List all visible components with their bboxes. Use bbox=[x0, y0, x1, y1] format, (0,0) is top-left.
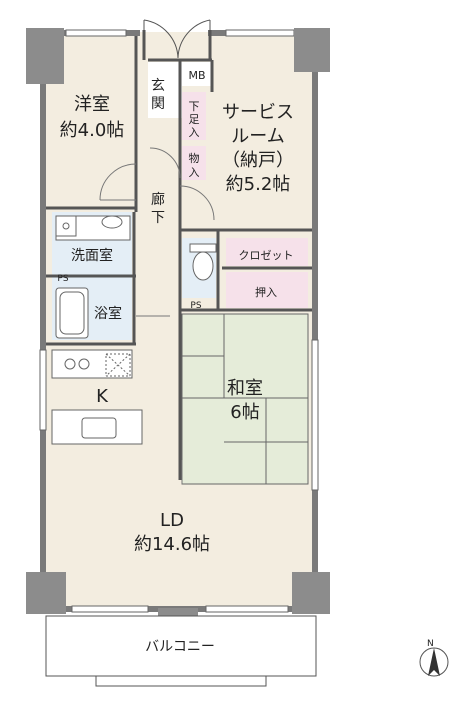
windows bbox=[39, 29, 319, 613]
mono-storage-floor bbox=[182, 146, 206, 180]
service-room-area: 約5.2帖 bbox=[226, 174, 291, 195]
storage-labels: MB 下 足 入 物 入 クロゼット 押入 PS PS bbox=[57, 69, 293, 311]
sink-icon bbox=[101, 215, 123, 229]
room-labels: 洋室 約4.0帖 サービス ルーム （納戸） 約5.2帖 和室 6帖 LD 約1… bbox=[60, 94, 294, 555]
balcony bbox=[45, 615, 317, 687]
fridge-space-icon bbox=[105, 353, 131, 377]
entrance-door bbox=[142, 19, 212, 60]
japanese-room-name: 和室 bbox=[227, 378, 263, 399]
washroom-fixtures bbox=[55, 215, 131, 241]
pillar-top-right bbox=[294, 28, 330, 72]
toilet-icon bbox=[189, 243, 217, 281]
entrance-label-2: 関 bbox=[151, 96, 165, 112]
western-room-name: 洋室 bbox=[74, 94, 110, 115]
north-label: N bbox=[427, 639, 434, 649]
japanese-room-area: 6帖 bbox=[230, 402, 259, 423]
interior-doors bbox=[99, 147, 215, 484]
mono-storage-label-1: 物 bbox=[189, 151, 200, 165]
bathroom-label: 浴室 bbox=[94, 305, 122, 322]
tatami-floor bbox=[182, 314, 308, 484]
oshiire-floor bbox=[226, 272, 308, 308]
shoe-storage-label-1: 下 bbox=[189, 100, 200, 113]
service-room-name-2: ルーム bbox=[231, 126, 284, 147]
closet-label: クロゼット bbox=[239, 249, 294, 262]
kitchen-label: K bbox=[96, 386, 109, 407]
ld-room-name: LD bbox=[160, 510, 184, 531]
closet-floor bbox=[226, 238, 308, 266]
western-room-area: 約4.0帖 bbox=[60, 120, 125, 141]
kitchen-sink-icon bbox=[81, 417, 117, 439]
stove-burner-icon bbox=[78, 358, 90, 370]
north-arrow-icon bbox=[428, 648, 440, 676]
bathtub-icon bbox=[55, 287, 89, 339]
service-room-name-3: （納戸） bbox=[222, 150, 294, 171]
service-room-name-1: サービス bbox=[222, 102, 294, 123]
washing-machine-pan-icon bbox=[55, 215, 77, 237]
interior-walls bbox=[46, 36, 312, 480]
small-room-labels: 洗面室 浴室 玄 関 廊 下 バルコニー bbox=[71, 77, 215, 655]
stove-burner-icon bbox=[64, 358, 76, 370]
washroom-label: 洗面室 bbox=[71, 247, 113, 264]
entrance-floor bbox=[148, 62, 182, 118]
ps-left-label: PS bbox=[57, 274, 68, 284]
shoe-storage-floor bbox=[182, 92, 206, 140]
kitchen-counters bbox=[51, 349, 143, 445]
mb-label: MB bbox=[188, 69, 205, 82]
hallway-label-2: 下 bbox=[151, 210, 165, 226]
shoe-storage-label-2: 足 bbox=[189, 113, 200, 126]
mono-storage-label-2: 入 bbox=[189, 166, 200, 179]
oshiire-label: 押入 bbox=[255, 285, 277, 299]
pillar-bottom-right bbox=[292, 572, 330, 614]
entrance-label-1: 玄 bbox=[151, 77, 165, 94]
mb-floor bbox=[182, 62, 212, 86]
pillar-top-left bbox=[26, 28, 64, 84]
tatami-mats bbox=[181, 313, 309, 485]
balcony-label: バルコニー bbox=[145, 639, 215, 655]
ps-right-label: PS bbox=[190, 301, 201, 311]
pillar-bottom-mid bbox=[158, 608, 198, 616]
ld-room-area: 約14.6帖 bbox=[134, 534, 210, 555]
compass: N bbox=[419, 639, 449, 677]
pillars bbox=[26, 28, 330, 616]
shoe-storage-label-3: 入 bbox=[189, 126, 200, 139]
hallway-label-1: 廊 bbox=[151, 191, 165, 208]
pillar-bottom-left bbox=[26, 572, 66, 614]
